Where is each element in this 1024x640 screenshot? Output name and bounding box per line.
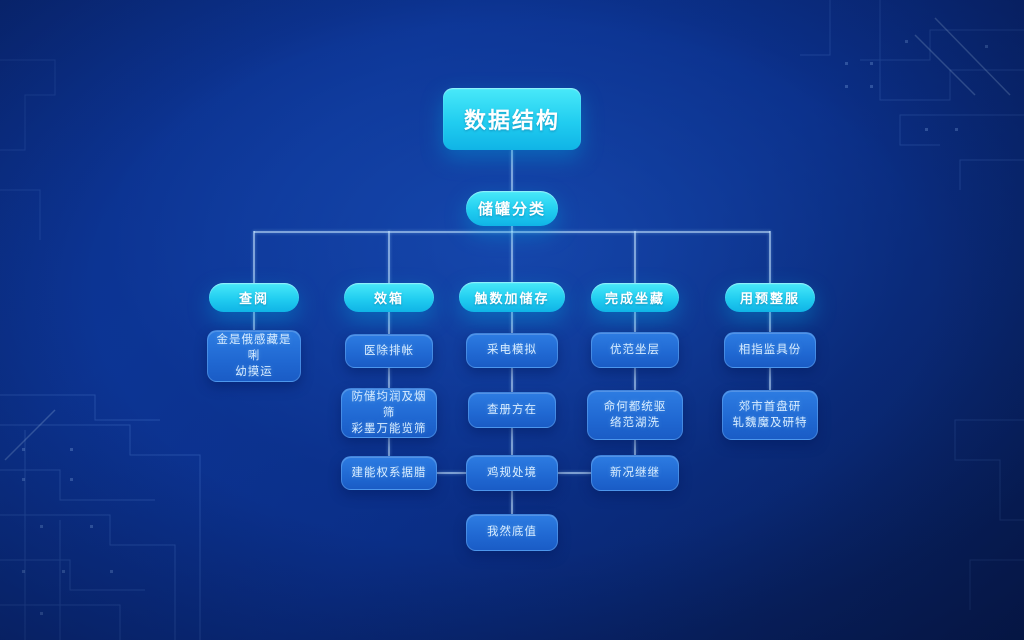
column-3-child-3: 鸡规处境 bbox=[466, 455, 558, 491]
diagram-title-label: 数据结构 bbox=[463, 108, 560, 133]
column-3-child-2: 查册方在 bbox=[468, 392, 556, 428]
node-text-line: 幼摸运 bbox=[235, 366, 273, 379]
column-1-header: 查阅 bbox=[209, 283, 299, 312]
connector bbox=[558, 472, 591, 474]
node-text-line: 我然底值 bbox=[487, 526, 537, 539]
column-3-child-4: 我然底值 bbox=[466, 514, 558, 551]
connector bbox=[511, 368, 513, 392]
diagram-title-node: 数据结构 bbox=[443, 88, 581, 150]
connector bbox=[769, 368, 771, 390]
connector bbox=[634, 231, 636, 283]
node-text-line: 医除排帐 bbox=[364, 344, 414, 357]
connector bbox=[388, 231, 390, 283]
node-text-line: 相指监具份 bbox=[738, 343, 802, 356]
column-4-header: 完成坐藏 bbox=[591, 283, 679, 312]
root-category-label: 储罐分类 bbox=[477, 201, 546, 218]
node-text-line: 采电模拟 bbox=[487, 344, 537, 357]
root-category-node: 储罐分类 bbox=[466, 191, 558, 226]
column-2-child-2: 防储均润及烟筛 彩墨万能览筛 bbox=[341, 388, 437, 438]
column-3-header-label: 触数加储存 bbox=[474, 290, 550, 306]
node-text-line: 查册方在 bbox=[487, 403, 537, 416]
column-2-header: 效箱 bbox=[344, 283, 434, 312]
column-4-child-1: 优范坐层 bbox=[591, 332, 679, 368]
node-text-line: 防储均润及烟筛 bbox=[351, 390, 427, 419]
column-2-header-label: 效箱 bbox=[373, 291, 404, 306]
node-text-line: 新况继继 bbox=[610, 466, 660, 479]
column-2-child-3: 建能权系据腊 bbox=[341, 456, 437, 490]
column-4-child-3: 新况继继 bbox=[591, 455, 679, 491]
column-5-header-label: 用预整服 bbox=[739, 291, 800, 306]
column-1-header-label: 查阅 bbox=[238, 291, 269, 306]
connector bbox=[253, 312, 255, 330]
column-5-child-2: 郊市首盘研 轧魏魔及研特 bbox=[722, 390, 818, 440]
connector bbox=[511, 428, 513, 455]
node-text-line: 建能权系据腊 bbox=[351, 466, 427, 479]
connector bbox=[437, 472, 466, 474]
connector bbox=[511, 312, 513, 333]
column-4-child-2: 命何都统驱 络范湖洗 bbox=[587, 390, 683, 440]
column-1-child-1: 金是俄感藏是唎 幼摸运 bbox=[207, 330, 301, 382]
connector bbox=[511, 150, 513, 191]
column-5-header: 用预整服 bbox=[725, 283, 815, 312]
connector bbox=[769, 312, 771, 332]
connector bbox=[388, 312, 390, 334]
node-text-line: 郊市首盘研 bbox=[738, 400, 802, 413]
connector bbox=[634, 440, 636, 455]
column-3-header: 触数加储存 bbox=[459, 282, 565, 312]
column-5-child-1: 相指监具份 bbox=[724, 332, 816, 368]
node-text-line: 命何都统驱 bbox=[603, 400, 667, 413]
connector bbox=[388, 368, 390, 388]
connector bbox=[253, 231, 255, 283]
connector bbox=[769, 231, 771, 283]
node-text-line: 优范坐层 bbox=[610, 343, 660, 356]
connector bbox=[511, 231, 513, 282]
node-text-line: 轧魏魔及研特 bbox=[732, 417, 808, 429]
node-text-line: 络范湖洗 bbox=[610, 417, 660, 429]
node-text-line: 金是俄感藏是唎 bbox=[216, 333, 292, 362]
connector bbox=[511, 226, 513, 232]
column-4-header-label: 完成坐藏 bbox=[604, 291, 665, 306]
connector bbox=[634, 368, 636, 390]
node-text-line: 鸡规处境 bbox=[487, 466, 537, 479]
column-2-child-1: 医除排帐 bbox=[345, 334, 433, 368]
connector bbox=[511, 491, 513, 514]
column-3-child-1: 采电模拟 bbox=[466, 333, 558, 368]
connector bbox=[634, 312, 636, 332]
connector bbox=[388, 438, 390, 456]
node-text-line: 彩墨万能览筛 bbox=[351, 423, 427, 436]
